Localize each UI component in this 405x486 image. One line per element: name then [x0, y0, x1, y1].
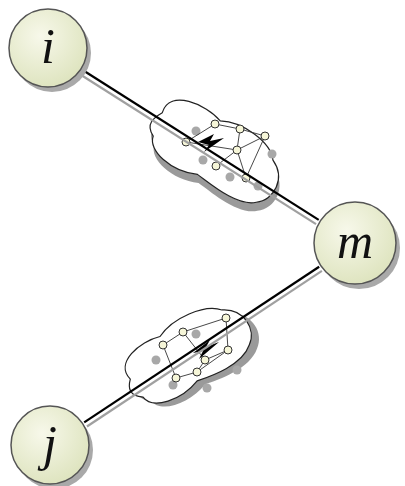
peer-node [211, 120, 219, 128]
peer-link [183, 318, 226, 332]
peer-node [224, 346, 232, 354]
peer-dot [152, 356, 161, 365]
cloud-outline [112, 288, 271, 422]
peer-dot [199, 156, 208, 165]
link-shadow [87, 271, 322, 427]
peer-node [193, 368, 201, 376]
network-cloud [112, 288, 271, 422]
peer-dot [233, 366, 242, 375]
peer-dot [226, 173, 235, 182]
lightning-bolt [198, 134, 224, 152]
circle-shape [9, 9, 87, 87]
node-label: m [337, 216, 373, 266]
link-shadow [80, 74, 316, 224]
peer-node [222, 314, 230, 322]
peer-link [237, 136, 265, 150]
node-label: j [43, 418, 57, 468]
peer-node [236, 125, 244, 133]
peer-link [197, 350, 228, 372]
peer-circle: i [8, 8, 88, 88]
link-path [83, 70, 319, 220]
peer-dot [192, 330, 201, 339]
peer-link [246, 136, 265, 178]
link-line [80, 70, 319, 224]
link-line [84, 267, 322, 427]
peer-node [172, 374, 180, 382]
peer-dot [268, 150, 277, 159]
peer-circle: j [10, 405, 90, 485]
circle-shape [11, 406, 89, 484]
peer-node [179, 328, 187, 336]
active-peers [182, 120, 269, 182]
peer-links [186, 124, 265, 178]
peer-node [261, 132, 269, 140]
peer-node [233, 146, 241, 154]
inactive-peers [192, 127, 277, 191]
peer-dot [203, 384, 212, 393]
link-path [84, 267, 319, 423]
peer-node [201, 356, 209, 364]
inactive-peers [152, 330, 242, 393]
node-label: i [41, 21, 55, 71]
peer-node [159, 341, 167, 349]
circle-shape [314, 202, 396, 284]
peer-circle: m [313, 201, 397, 285]
